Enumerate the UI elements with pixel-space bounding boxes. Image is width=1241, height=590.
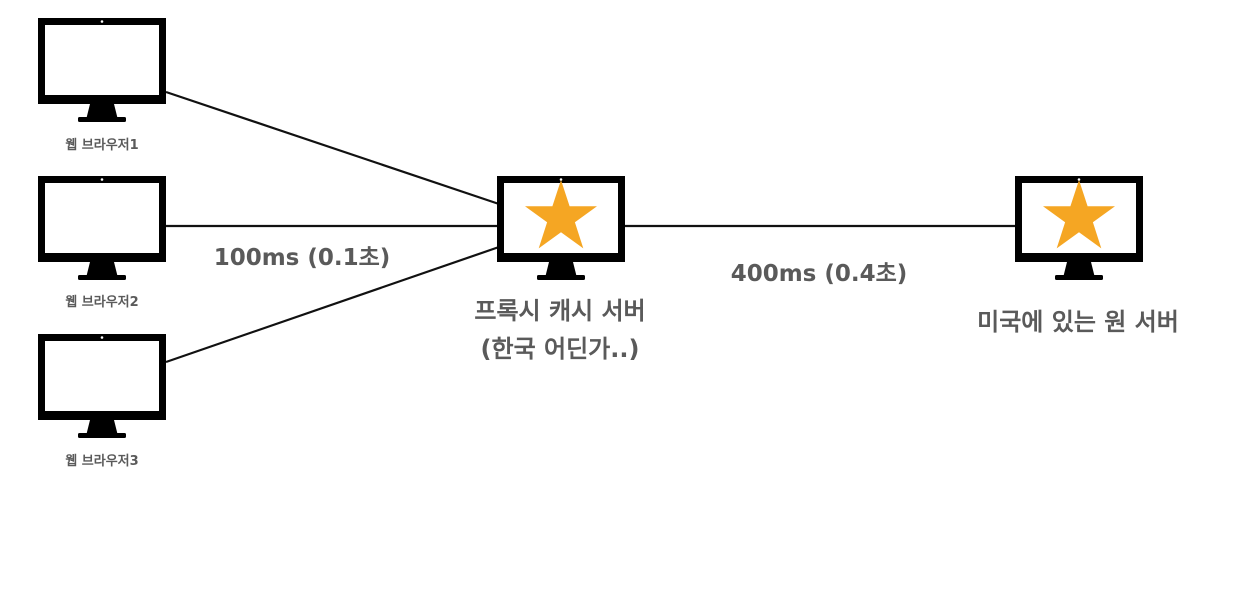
- edge-browser1-proxy: [165, 90, 500, 206]
- connections: [165, 90, 1016, 364]
- browser-3-label: 웹 브라우저3: [65, 454, 139, 469]
- star-icon: [1043, 180, 1115, 249]
- browser-2-monitor-icon: [38, 176, 166, 280]
- proxy-server-label-line1: 프록시 캐시 서버: [474, 297, 646, 325]
- proxy-origin-latency-label: 400ms (0.4초): [730, 261, 908, 287]
- origin-server-label: 미국에 있는 원 서버: [977, 308, 1179, 336]
- browser-3-monitor-icon: [38, 334, 166, 438]
- proxy-server-label: 프록시 캐시 서버 (한국 어딘가..): [410, 292, 710, 368]
- star-icon: [525, 180, 597, 249]
- proxy-server-monitor-icon: [497, 176, 625, 280]
- browser-2-label: 웹 브라우저2: [65, 295, 139, 310]
- browser-1-monitor-icon: [38, 18, 166, 122]
- edge-browser3-proxy: [165, 245, 500, 364]
- browser-proxy-latency-label: 100ms (0.1초): [213, 245, 391, 271]
- proxy-server-label-line2: (한국 어딘가..): [480, 335, 640, 363]
- browser-1-label: 웹 브라우저1: [65, 138, 139, 153]
- origin-server-monitor-icon: [1015, 176, 1143, 280]
